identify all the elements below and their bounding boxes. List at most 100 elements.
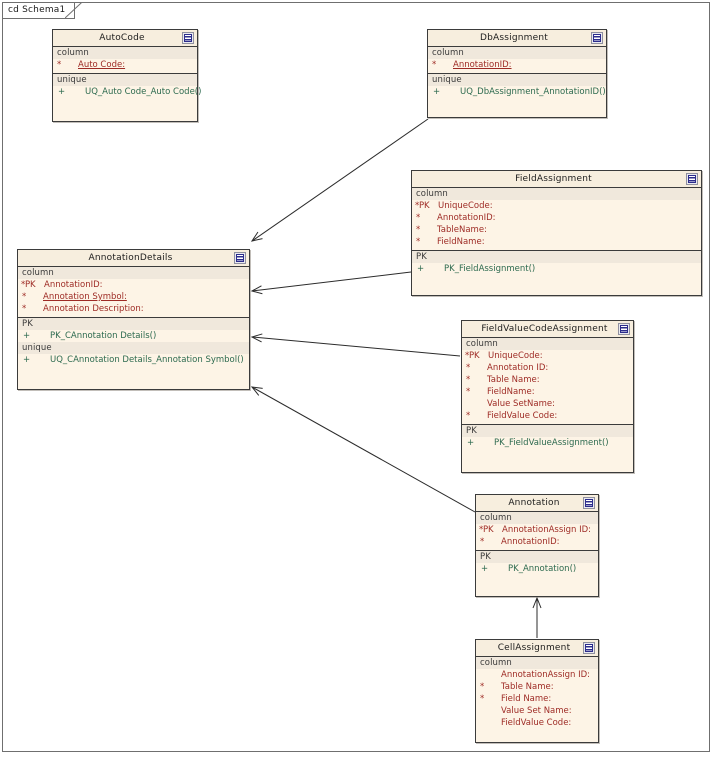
uml-attribute-row: *PK UniqueCode: <box>462 350 633 362</box>
uml-class-header[interactable]: FieldAssignment <box>412 171 701 188</box>
pk-marker: *PK <box>465 351 480 361</box>
uml-compartment: PK+PK_FieldAssignment() <box>412 251 701 277</box>
uml-attribute-label: AnnotationID: <box>501 537 560 547</box>
mandatory-marker: * <box>22 304 27 314</box>
uml-attribute-row: + UQ_CAnnotation Details_Annotation Symbo… <box>18 354 249 366</box>
mandatory-marker: * <box>57 60 62 70</box>
uml-attribute-row: * AnnotationID: <box>476 536 598 548</box>
uml-compartment: unique+UQ_Auto Code_Auto Code() <box>53 74 201 100</box>
compartment-label: column <box>476 512 598 524</box>
table-grid-icon[interactable] <box>234 252 246 264</box>
uml-attribute-row: +PK_CAnnotation Details() <box>18 330 249 342</box>
table-grid-icon[interactable] <box>618 323 630 335</box>
uml-attribute-label: AnnotationAssign ID: <box>501 670 591 680</box>
uml-attribute-label: Value SetName: <box>487 399 555 409</box>
mandatory-marker: * <box>480 537 485 547</box>
compartment-label: unique <box>428 74 606 86</box>
uml-class-header[interactable]: CellAssignment <box>476 640 598 657</box>
uml-attribute-label: UniqueCode: <box>488 351 543 361</box>
uml-operation-label: PK_FieldValueAssignment() <box>494 438 609 448</box>
uml-compartment: column*AnnotationID: <box>428 47 606 74</box>
uml-class-header[interactable]: AnnotationDetails <box>18 250 249 267</box>
table-grid-icon[interactable] <box>583 642 595 654</box>
uml-attribute-label: Annotation Symbol: <box>43 292 127 302</box>
uml-attribute-row: *Table Name: <box>476 681 598 693</box>
table-grid-icon[interactable] <box>591 32 603 44</box>
frame-tab-corner <box>65 3 83 20</box>
uml-attribute-row: FieldValue Code: <box>476 717 598 729</box>
uml-attribute-label: FieldName: <box>437 237 485 247</box>
compartment-label: PK <box>18 318 249 330</box>
uml-operation-label: PK_CAnnotation Details() <box>50 331 157 341</box>
uml-attribute-row: +PK_FieldValueAssignment() <box>462 437 633 449</box>
uml-class-header[interactable]: Annotation <box>476 495 598 512</box>
uml-attribute-row: * AnnotationID: <box>412 212 701 224</box>
uml-class-name: FieldAssignment <box>515 174 592 184</box>
mandatory-marker: * <box>466 375 471 385</box>
compartment-label: PK <box>412 251 701 263</box>
uml-attribute-row: *Annotation Symbol: <box>18 291 249 303</box>
compartment-label: unique <box>18 342 249 354</box>
uml-operation-label: PK_Annotation() <box>508 564 577 574</box>
uml-compartment: unique+UQ_DbAssignment_AnnotationID() <box>428 74 606 100</box>
uml-class-header[interactable]: DbAssignment <box>428 30 606 47</box>
pk-marker: *PK <box>415 201 430 211</box>
compartment-label: column <box>476 657 598 669</box>
uml-attribute-label: TableName: <box>437 225 487 235</box>
uml-attribute-label: Auto Code: <box>78 60 126 70</box>
uml-attribute-row: Value SetName: <box>462 398 633 410</box>
mandatory-marker: * <box>480 694 485 704</box>
mandatory-marker: * <box>416 237 421 247</box>
uml-attribute-row: *FieldName: <box>462 386 633 398</box>
uml-compartment: PK+PK_Annotation() <box>476 551 598 577</box>
uml-operation-label: UQ_CAnnotation Details_Annotation Symbol… <box>50 355 244 365</box>
uml-attribute-label: AnnotationID: <box>437 213 496 223</box>
visibility-marker: + <box>23 355 31 365</box>
uml-class-header[interactable]: AutoCode <box>53 30 197 47</box>
uml-attribute-row: * Annotation ID: <box>462 362 633 374</box>
mandatory-marker: * <box>416 213 421 223</box>
uml-compartment: column* Auto Code: <box>53 47 197 74</box>
uml-attribute-label: Annotation Description: <box>43 304 144 314</box>
uml-attribute-label: Annotation ID: <box>487 363 549 373</box>
uml-attribute-row: * Table Name: <box>462 374 633 386</box>
uml-attribute-label: Field Name: <box>501 694 552 704</box>
compartment-label: column <box>53 47 197 59</box>
uml-attribute-label: Value Set Name: <box>501 706 572 716</box>
mandatory-marker: * <box>432 60 437 70</box>
uml-attribute-label: Table Name: <box>501 682 554 692</box>
uml-compartment: PK+PK_CAnnotation Details()unique+ UQ_CAn… <box>18 318 249 368</box>
compartment-label: column <box>412 188 701 200</box>
uml-attribute-label: Table Name: <box>487 375 540 385</box>
uml-attribute-label: AnnotationID: <box>44 280 103 290</box>
uml-compartment: PK+PK_FieldValueAssignment() <box>462 425 633 451</box>
compartment-label: unique <box>53 74 197 86</box>
uml-attribute-label: FieldValue Code: <box>501 718 572 728</box>
uml-class-header[interactable]: FieldValueCodeAssignment <box>462 321 633 338</box>
uml-attribute-label: AnnotationID: <box>453 60 512 70</box>
uml-attribute-row: +PK_FieldAssignment() <box>412 263 701 275</box>
uml-attribute-row: * AnnotationID: <box>428 59 606 71</box>
uml-attribute-row: * Auto Code: <box>53 59 197 71</box>
table-grid-icon[interactable] <box>182 32 194 44</box>
mandatory-marker: * <box>466 411 471 421</box>
table-grid-icon[interactable] <box>583 497 595 509</box>
compartment-label: column <box>18 267 249 279</box>
mandatory-marker: * <box>466 363 471 373</box>
pk-marker: *PK <box>479 525 494 535</box>
table-grid-icon[interactable] <box>686 173 698 185</box>
visibility-marker: + <box>481 564 489 574</box>
uml-attribute-row: Value Set Name: <box>476 705 598 717</box>
